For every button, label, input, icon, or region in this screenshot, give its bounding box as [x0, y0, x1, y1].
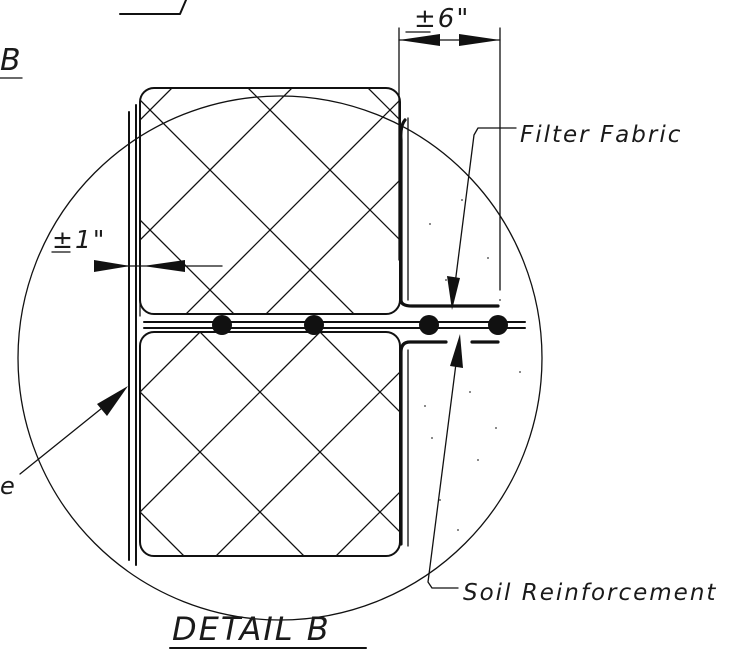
detail-circle: [17, 95, 543, 621]
wall-face: [128, 104, 137, 566]
leader-arrow-icon: [97, 386, 128, 416]
arrow-right-icon: [459, 34, 500, 46]
upper-block: [139, 87, 401, 315]
filter-fabric-line: [399, 117, 500, 547]
dimension-1-label: ±1": [52, 225, 106, 254]
soil-reinforcement-label: Soil Reinforcement: [463, 580, 717, 606]
dimension-6-inch: [398, 27, 501, 291]
soil-reinforcement-strip: [143, 321, 526, 329]
arrow-right-icon: [94, 260, 130, 272]
arrow-left-icon: [143, 260, 185, 272]
previous-detail-remnant: [119, 0, 187, 15]
dowel-pin-icon: [488, 315, 508, 335]
leader-arrow-icon: [450, 334, 463, 368]
dimension-1-inch: [51, 251, 223, 317]
soil-fill-dots: [424, 199, 521, 531]
wall-face-leader: [19, 386, 128, 475]
lower-block: [139, 331, 401, 557]
filter-fabric-leader: [447, 127, 517, 310]
dimension-6-label: ±6": [414, 4, 470, 34]
soil-reinforcement-leader: [427, 334, 463, 589]
dowel-pin-icon: [419, 315, 439, 335]
leader-arrow-icon: [447, 276, 460, 310]
dowel-pin-icon: [212, 315, 232, 335]
dowel-pin-icon: [304, 315, 324, 335]
filter-fabric-label: Filter Fabric: [520, 122, 682, 148]
title-fragment-label: B: [0, 43, 23, 78]
callout-fragment-label: e: [0, 472, 17, 500]
dowel-pins: [212, 315, 508, 335]
detail-title: DETAIL B: [172, 610, 331, 648]
arrow-left-icon: [399, 34, 440, 46]
